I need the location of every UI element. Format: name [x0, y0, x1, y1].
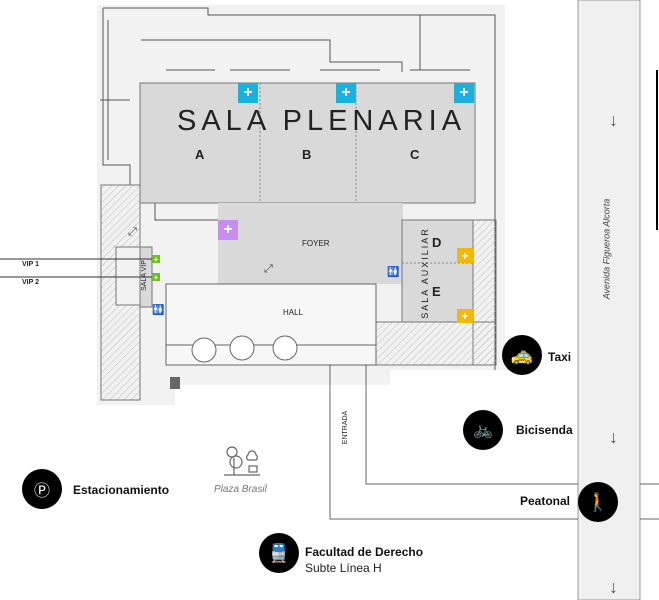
entrance-path: [329, 365, 659, 520]
arrow-down-icon: ↓: [609, 110, 618, 130]
plenaria-c-plus-icon: +: [454, 83, 474, 103]
escalator-icon: ⤢: [264, 263, 273, 275]
plaza-label: Plaza Brasil: [214, 484, 267, 495]
parking-label: Estacionamiento: [73, 483, 170, 497]
aux-e-plus-icon: +: [457, 309, 473, 323]
section-b-label: B: [302, 147, 312, 162]
vip1-plus-icon: +: [152, 254, 160, 264]
subway-icon: 🚆: [259, 533, 299, 573]
taxi-icon: 🚕: [502, 335, 542, 375]
escalator-icon: ⤢: [128, 226, 137, 238]
column: [272, 335, 298, 361]
restroom-icon: 🚻: [387, 267, 400, 278]
pedestrian-icon: 🚶: [578, 482, 618, 522]
section-e-label: E: [432, 284, 441, 299]
arrow-down-icon: ↓: [609, 577, 618, 597]
section-d-label: D: [432, 235, 442, 250]
vip2-plus-icon: +: [152, 272, 160, 282]
pedestrian-label: Peatonal: [520, 494, 571, 508]
sala-auxiliar-room: [401, 219, 474, 323]
subway-station-label: Facultad de Derecho: [305, 545, 424, 559]
foyer-plus-icon: +: [218, 220, 238, 240]
column: [229, 335, 255, 361]
vip1-label: VIP 1: [22, 261, 39, 268]
bike-icon: 🚲: [463, 410, 503, 450]
column: [191, 337, 217, 363]
plenaria-b-plus-icon: +: [336, 83, 356, 103]
sala-plenaria-title: SALA PLENARIA: [177, 105, 467, 137]
vip2-label: VIP 2: [22, 279, 39, 286]
sala-auxiliar-title: SALA AUXILIAR: [419, 227, 430, 319]
taxi-label: Taxi: [548, 350, 572, 364]
sala-vip-title: SALA VIP: [140, 260, 148, 291]
sala-plenaria-room: [139, 82, 476, 204]
plenaria-a-plus-icon: +: [238, 83, 258, 103]
hall-label: HALL: [283, 308, 304, 317]
section-a-label: A: [195, 147, 205, 162]
avenue-label: Avenida Figueroa Alcorta: [601, 198, 612, 300]
park-icon: [224, 446, 260, 476]
restroom-icon: 🚻: [152, 305, 165, 316]
entrada-label: ENTRADA: [342, 410, 350, 445]
subway-line-label: Subte Línea H: [305, 561, 382, 575]
foyer-room: [218, 203, 403, 284]
parking-icon: Ⓟ: [22, 469, 62, 509]
bike-label: Bicisenda: [516, 423, 573, 437]
elevator-icon: [170, 377, 180, 389]
aux-d-plus-icon: +: [457, 248, 473, 263]
foyer-label: FOYER: [302, 239, 330, 248]
section-c-label: C: [410, 147, 420, 162]
arrow-down-icon: ↓: [609, 427, 618, 447]
